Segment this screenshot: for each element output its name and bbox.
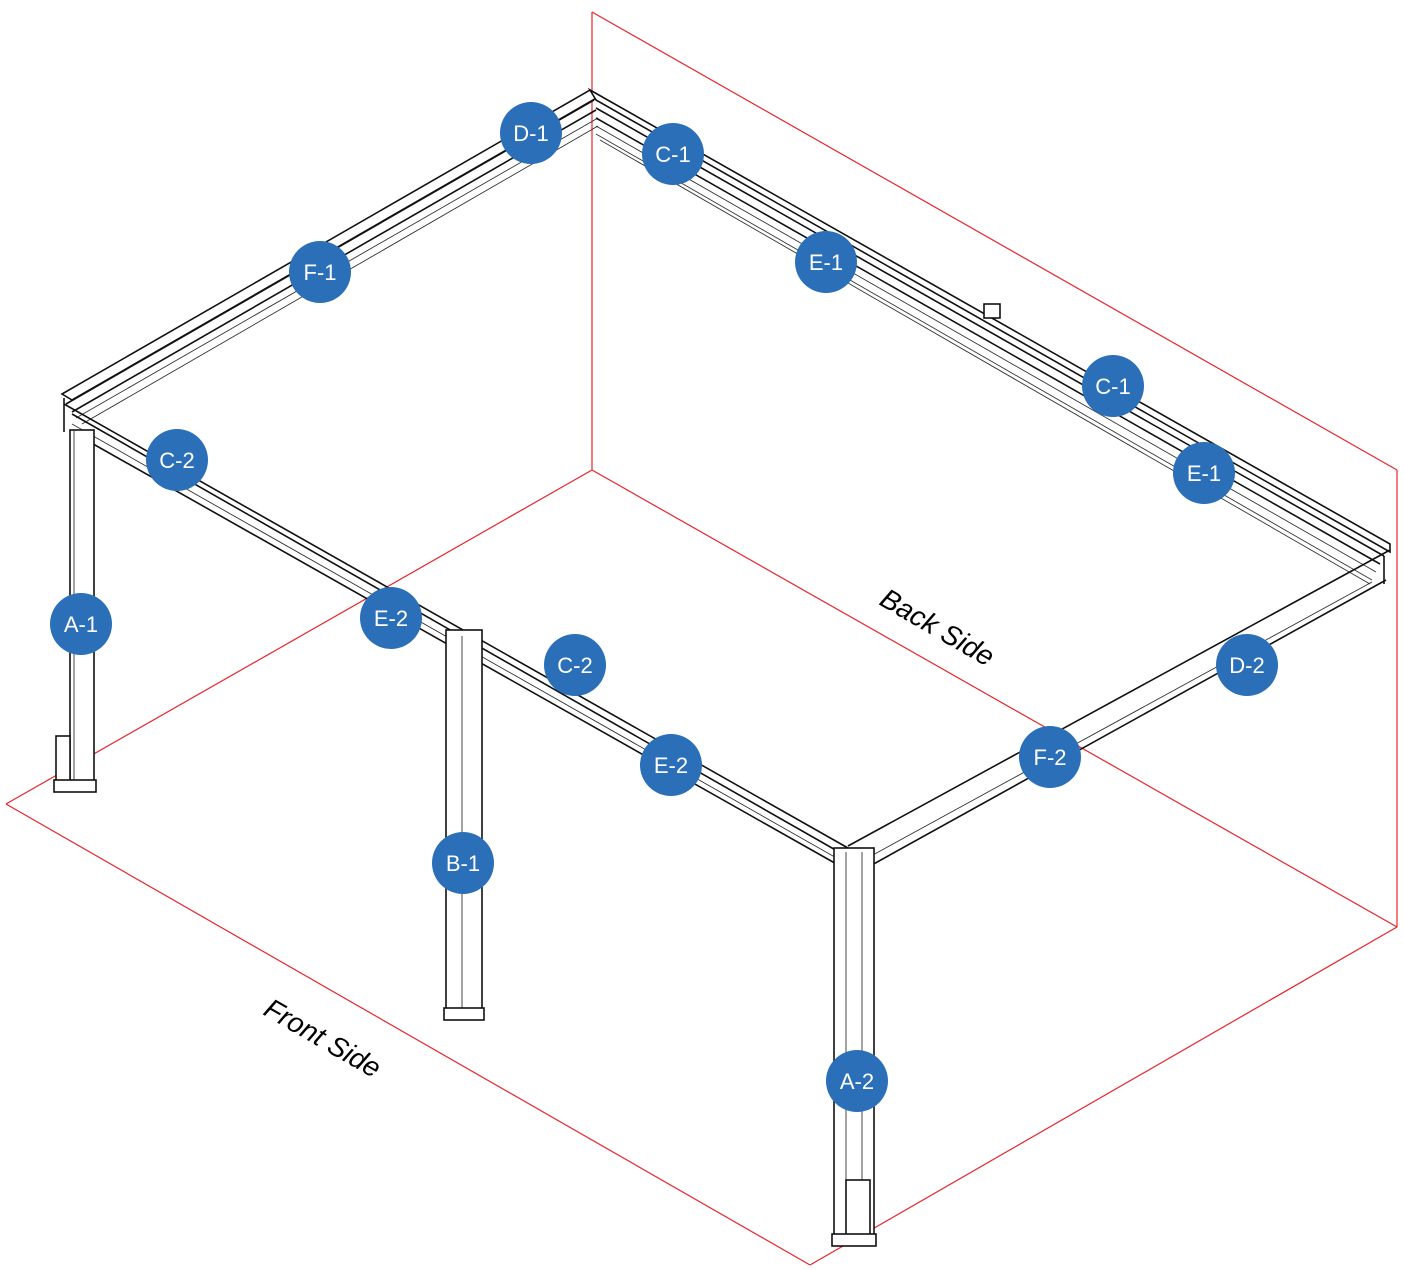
svg-text:F-1: F-1 — [304, 260, 337, 285]
svg-text:F-2: F-2 — [1034, 745, 1067, 770]
beam-back-right — [587, 87, 1391, 585]
svg-text:D-2: D-2 — [1229, 653, 1264, 678]
beam-bracket — [983, 303, 1001, 319]
svg-text:E-1: E-1 — [809, 250, 843, 275]
badge-d1: D-1 — [500, 102, 562, 164]
badge-e1-top: E-1 — [795, 231, 857, 293]
svg-text:E-2: E-2 — [654, 753, 688, 778]
post-a2 — [831, 847, 877, 1247]
badge-c2-left: C-2 — [146, 429, 208, 491]
beam-right — [847, 549, 1391, 867]
svg-text:A-2: A-2 — [840, 1069, 874, 1094]
badge-b1: B-1 — [432, 832, 494, 894]
svg-text:A-1: A-1 — [64, 612, 98, 637]
svg-text:C-2: C-2 — [557, 653, 592, 678]
badge-d2: D-2 — [1216, 634, 1278, 696]
badge-e2-mid: E-2 — [640, 734, 702, 796]
svg-text:C-2: C-2 — [159, 448, 194, 473]
callout-badges: D-1 C-1 F-1 E-1 C-1 E-1 C-2 A-1 — [50, 102, 1278, 1112]
badge-a1: A-1 — [50, 593, 112, 655]
badge-c2-mid: C-2 — [544, 634, 606, 696]
back-side-label: Back Side — [875, 582, 1000, 672]
badge-e2-left: E-2 — [360, 587, 422, 649]
badge-e1-right: E-1 — [1173, 442, 1235, 504]
badge-c1-top: C-1 — [642, 123, 704, 185]
svg-text:C-1: C-1 — [655, 142, 690, 167]
svg-text:B-1: B-1 — [446, 851, 480, 876]
svg-text:D-1: D-1 — [513, 121, 548, 146]
badge-a2: A-2 — [826, 1050, 888, 1112]
svg-text:E-1: E-1 — [1187, 461, 1221, 486]
post-b1 — [443, 629, 485, 1021]
svg-text:E-2: E-2 — [374, 606, 408, 631]
svg-text:C-1: C-1 — [1095, 374, 1130, 399]
front-side-label: Front Side — [259, 992, 386, 1083]
boundary-box — [5, 11, 1398, 1266]
badge-f1: F-1 — [289, 241, 351, 303]
badge-c1-right: C-1 — [1082, 355, 1144, 417]
badge-f2: F-2 — [1019, 726, 1081, 788]
